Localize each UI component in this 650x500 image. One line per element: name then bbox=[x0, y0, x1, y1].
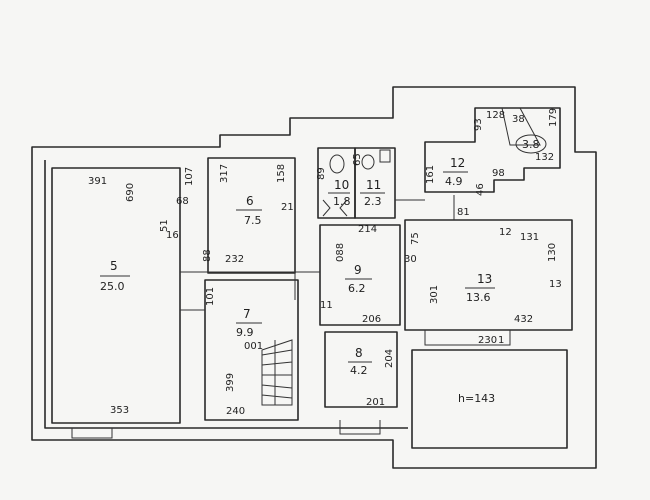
dimension-label: 230 bbox=[478, 335, 497, 346]
bath-icon bbox=[379, 149, 391, 163]
room-11-area: 2.3 bbox=[364, 195, 382, 208]
porch-height-label: h=143 bbox=[458, 392, 495, 405]
fixtures bbox=[322, 149, 391, 217]
dimension-label: 432 bbox=[514, 314, 533, 325]
staircase bbox=[261, 339, 293, 406]
dimension-label: 131 bbox=[520, 232, 539, 243]
dimension-label: 81 bbox=[457, 207, 470, 218]
room-11-number: 11 bbox=[366, 178, 381, 192]
room-9-number: 9 bbox=[354, 263, 362, 277]
dimension-label: 158 bbox=[276, 164, 287, 183]
room-6-number: 6 bbox=[246, 194, 254, 208]
dimension-label: 30 bbox=[404, 254, 417, 265]
valve-icon bbox=[322, 199, 348, 217]
dimension-label: 93 bbox=[473, 118, 484, 131]
dimension-label: 11 bbox=[320, 300, 333, 311]
dimension-label: 46 bbox=[475, 183, 486, 196]
dimension-label: 204 bbox=[384, 349, 395, 368]
dimension-label: 101 bbox=[205, 287, 216, 306]
room-9-area: 6.2 bbox=[348, 282, 366, 295]
room-6-area: 7.5 bbox=[244, 214, 262, 227]
dimension-label: 1 bbox=[498, 335, 504, 346]
dimension-label: 399 bbox=[225, 373, 236, 392]
dimension-label: 232 bbox=[225, 254, 244, 265]
room-8-outline bbox=[324, 331, 398, 408]
dimension-label: 16 bbox=[166, 230, 179, 241]
dimension-label: 088 bbox=[335, 243, 346, 262]
room-9-outline bbox=[319, 224, 401, 326]
dimension-label: 240 bbox=[226, 406, 245, 417]
dimension-label: 161 bbox=[425, 165, 436, 184]
dimension-label: 68 bbox=[176, 196, 189, 207]
dimension-label: 201 bbox=[366, 397, 385, 408]
dimension-label: 317 bbox=[219, 164, 230, 183]
room-8-area: 4.2 bbox=[350, 364, 368, 377]
outer-walls bbox=[31, 86, 597, 469]
dimension-label: 301 bbox=[429, 285, 440, 304]
room-labels: 5 25.0 6 7.5 7 9.9 8 4.2 9 6.2 10 1.8 11… bbox=[100, 134, 547, 405]
dimension-labels: 391 690 68 107 51 16 353 317 158 21 232 … bbox=[88, 108, 562, 417]
room-13-outline bbox=[404, 219, 573, 331]
dimension-label: 690 bbox=[125, 183, 136, 202]
dimension-label: 51 bbox=[159, 219, 170, 232]
dimension-label: 132 bbox=[535, 152, 554, 163]
sink-icon bbox=[361, 154, 375, 170]
interior-walls bbox=[51, 107, 573, 449]
dimension-label: 107 bbox=[184, 167, 195, 186]
dimension-label: 13 bbox=[549, 279, 562, 290]
room-13-area: 13.6 bbox=[466, 291, 491, 304]
dimension-label: 21 bbox=[281, 202, 294, 213]
room-5-area: 25.0 bbox=[100, 280, 125, 293]
room-11-outline bbox=[354, 147, 396, 219]
porch-outline bbox=[411, 349, 568, 449]
room-10-area: 1.8 bbox=[333, 195, 351, 208]
toilet-icon bbox=[329, 154, 345, 174]
dimension-label: 130 bbox=[547, 243, 558, 262]
dimension-label: 206 bbox=[362, 314, 381, 325]
dimension-label: 88 bbox=[202, 249, 213, 262]
dimension-label: 179 bbox=[548, 108, 559, 127]
room-6-outline bbox=[207, 157, 296, 274]
dimension-label: 89 bbox=[316, 167, 327, 180]
dimension-label: 001 bbox=[244, 341, 263, 352]
room-7-area: 9.9 bbox=[236, 326, 254, 339]
room-12-number: 12 bbox=[450, 156, 465, 170]
room-8-number: 8 bbox=[355, 346, 363, 360]
dimension-label: 98 bbox=[492, 168, 505, 179]
dimension-label: 65 bbox=[352, 153, 363, 166]
dimension-label: 128 bbox=[486, 110, 505, 121]
dimension-label: 75 bbox=[410, 232, 421, 245]
room-7-outline bbox=[204, 279, 299, 421]
room-12a-area: 3.8 bbox=[522, 138, 540, 151]
dimension-label: 214 bbox=[358, 224, 377, 235]
room-13-number: 13 bbox=[477, 272, 492, 286]
room-10-number: 10 bbox=[334, 178, 349, 192]
dimension-label: 391 bbox=[88, 176, 107, 187]
dimension-label: 353 bbox=[110, 405, 129, 416]
room-12-area: 4.9 bbox=[445, 175, 463, 188]
room-7-number: 7 bbox=[243, 307, 251, 321]
dimension-label: 12 bbox=[499, 227, 512, 238]
room-5-outline bbox=[51, 167, 181, 424]
dimension-label: 38 bbox=[512, 114, 525, 125]
room-5-number: 5 bbox=[110, 259, 118, 273]
room-12-outline bbox=[424, 107, 561, 193]
